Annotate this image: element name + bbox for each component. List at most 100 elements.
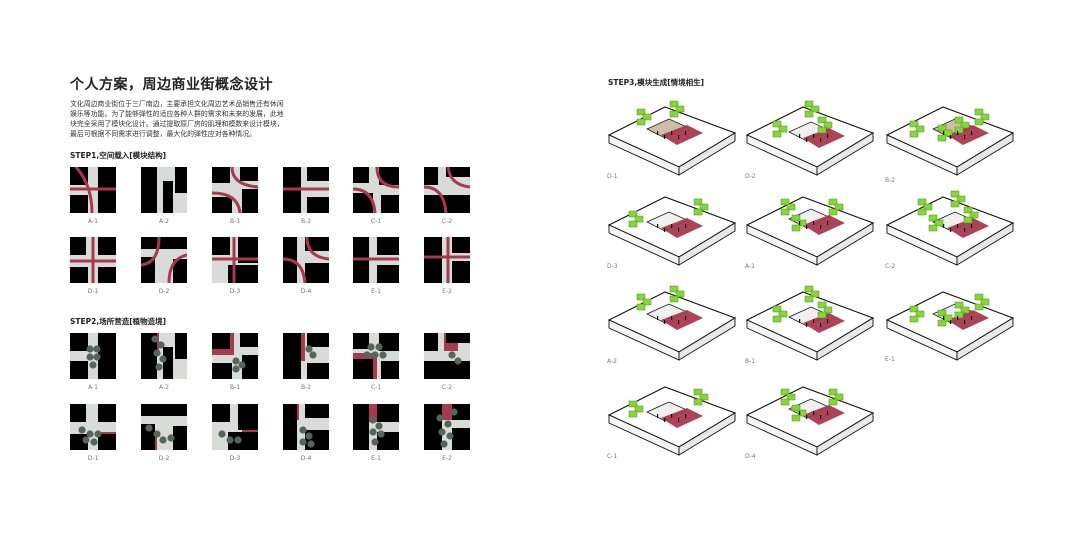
tile-label: D-3 (229, 455, 241, 462)
tile-label: E-2 (442, 455, 452, 462)
plan-diagram (424, 333, 470, 379)
isometric-module (885, 291, 1015, 361)
step2-tile: D-4 (283, 404, 329, 462)
plan-diagram (424, 237, 470, 283)
tile-label: B-1 (229, 218, 241, 225)
tile-label: B-2 (300, 218, 312, 225)
step3-module: C-1 (607, 375, 737, 465)
step1-tile: D-4 (283, 237, 329, 295)
isometric-module (885, 106, 1015, 176)
tile-label: C-2 (441, 384, 453, 391)
module-label: B-2 (885, 177, 896, 184)
plan-diagram (353, 167, 399, 213)
isometric-module (745, 196, 875, 266)
step1-tile: A-2 (141, 167, 187, 225)
step2-tile: E-2 (424, 404, 470, 462)
step2-tile: C-1 (353, 333, 399, 391)
tile-label: D-3 (229, 288, 241, 295)
step1-tile: C-1 (353, 167, 399, 225)
intro-paragraph: 文化周边商业街位于三厂南边，主要承担文化周边艺术品销售还有休闲 娱乐等功能。为了… (70, 99, 340, 139)
module-label: D-4 (745, 453, 756, 460)
tile-label: C-2 (441, 218, 453, 225)
tile-label: D-2 (158, 455, 170, 462)
plan-diagram (212, 333, 258, 379)
plan-diagram (212, 167, 258, 213)
tile-label: E-2 (442, 288, 452, 295)
page-title: 个人方案，周边商业街概念设计 (70, 77, 273, 93)
step3-module: B-1 (745, 280, 875, 370)
plan-diagram (141, 404, 187, 450)
plan-diagram (141, 237, 187, 283)
tile-label: A-1 (88, 218, 98, 225)
step3-module: D-4 (745, 375, 875, 465)
module-label: D-1 (607, 173, 618, 180)
intro-line: 块完全采用了模块化设计。通过提取原厂房的肌理和模数来设计模块， (70, 120, 284, 128)
plan-diagram (212, 404, 258, 450)
intro-line: 最后可根据不同需求进行调整，最大化的弹性应对各种情况。 (70, 130, 257, 138)
step3-module: D-2 (745, 95, 875, 185)
step3-module: A-2 (607, 280, 737, 370)
tile-label: D-2 (158, 288, 170, 295)
step1-tile: D-1 (70, 237, 116, 295)
step2-tile: B-2 (283, 333, 329, 391)
isometric-module (745, 100, 875, 176)
intro-line: 娱乐等功能。为了能够弹性的适应各种人群的需求和未来的发展，此地 (70, 110, 284, 118)
step2-tile: D-1 (70, 404, 116, 462)
module-label: A-2 (607, 358, 617, 365)
step3-module: D-1 (607, 95, 737, 185)
plan-diagram (283, 404, 329, 450)
step2-tile: D-3 (212, 404, 258, 462)
step2-tile: D-2 (141, 404, 187, 462)
step3-module: D-3 (607, 185, 737, 275)
tile-label: D-4 (300, 455, 312, 462)
step1-tile: B-1 (212, 167, 258, 225)
plan-diagram (141, 333, 187, 379)
module-label: C-1 (607, 453, 618, 460)
step2-tile: E-1 (353, 404, 399, 462)
step2-heading: STEP2,场所营造[植物造境] (70, 317, 167, 326)
tile-label: E-1 (371, 288, 381, 295)
module-label: B-1 (745, 358, 756, 365)
isometric-module (607, 386, 737, 456)
isometric-module (607, 285, 737, 361)
step3-module: B-2 (885, 95, 1015, 185)
plan-diagram (70, 237, 116, 283)
isometric-module (607, 196, 737, 266)
tile-label: B-2 (300, 384, 312, 391)
tile-label: A-2 (159, 384, 169, 391)
tile-label: B-1 (229, 384, 241, 391)
isometric-module (745, 386, 875, 456)
module-label: D-3 (607, 263, 618, 270)
plan-diagram (424, 167, 470, 213)
step1-tile: B-2 (283, 167, 329, 225)
plan-diagram (283, 333, 329, 379)
module-label: E-1 (885, 356, 895, 363)
step1-tile: E-2 (424, 237, 470, 295)
plan-diagram (353, 404, 399, 450)
plan-diagram (70, 167, 116, 213)
step2-tile: A-2 (141, 333, 187, 391)
step2-tile: B-1 (212, 333, 258, 391)
tile-label: D-4 (300, 288, 312, 295)
tile-label: C-1 (370, 218, 382, 225)
step3-heading: STEP3,模块生成[情境相生] (608, 78, 705, 87)
isometric-module (885, 190, 1015, 266)
tile-label: E-1 (371, 455, 381, 462)
tile-label: D-1 (87, 288, 99, 295)
tile-label: C-1 (370, 384, 382, 391)
plan-diagram (283, 167, 329, 213)
plan-diagram (283, 237, 329, 283)
step3-module: C-2 (885, 185, 1015, 275)
plan-diagram (424, 404, 470, 450)
tile-label: D-1 (87, 455, 99, 462)
plan-diagram (353, 333, 399, 379)
step1-tile: A-1 (70, 167, 116, 225)
plan-diagram (70, 333, 116, 379)
isometric-module (745, 285, 875, 361)
module-label: A-1 (745, 263, 755, 270)
step1-heading: STEP1,空间载入[模块结构] (70, 151, 167, 160)
tile-label: A-1 (88, 384, 98, 391)
step1-tile: D-2 (141, 237, 187, 295)
plan-diagram (353, 237, 399, 283)
step3-module: A-1 (745, 185, 875, 275)
